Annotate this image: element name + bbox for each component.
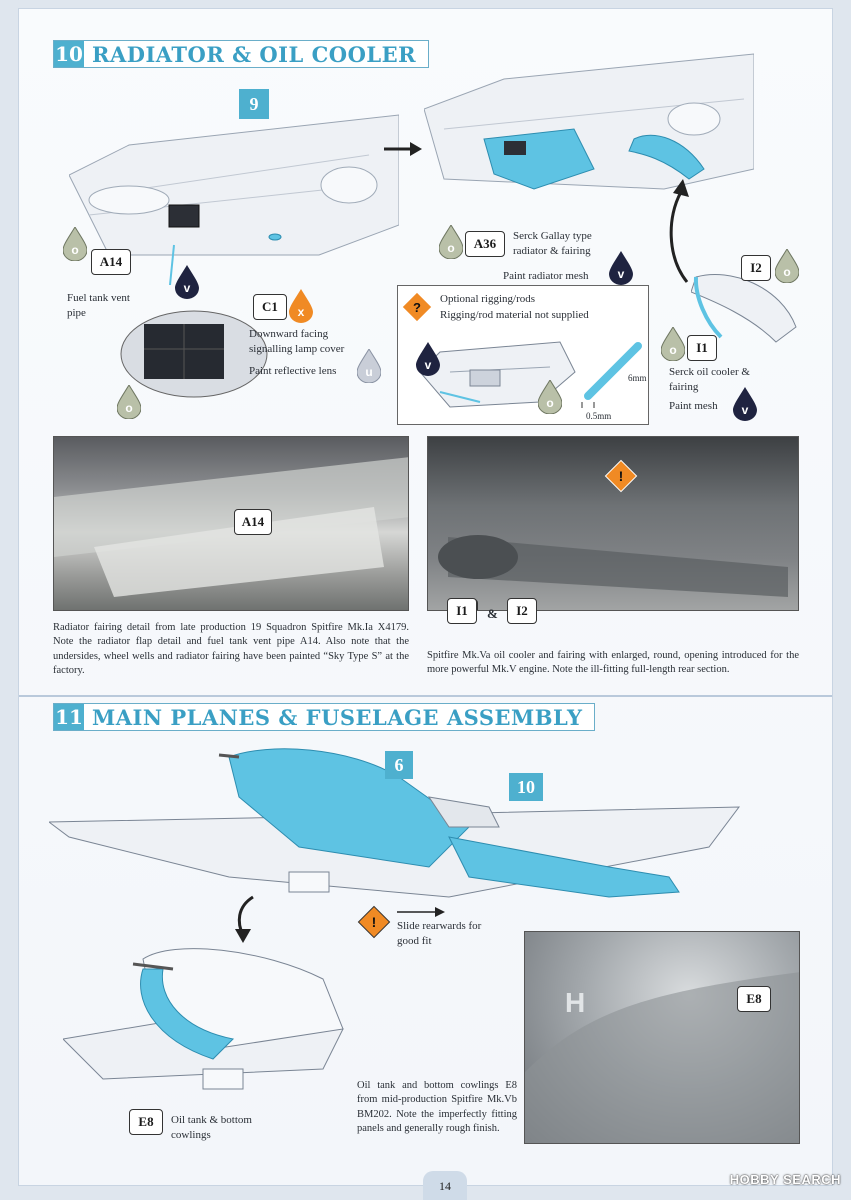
section-11-header: 11 MAIN PLANES & FUSELAGE ASSEMBLY <box>53 703 596 731</box>
paint-drop-v-i1: v <box>733 387 757 421</box>
part-label-a14: A14 <box>91 249 131 275</box>
note-paint-radiator-mesh: Paint radiator mesh <box>503 270 589 282</box>
part-label-e8: E8 <box>129 1109 163 1135</box>
arrow-right-icon <box>384 142 422 156</box>
note-paint-mesh: Paint mesh <box>669 400 718 412</box>
photo-label-amp: & <box>487 606 498 621</box>
photo-label-e8: E8 <box>737 986 771 1012</box>
paint-drop-o-a36: o <box>438 224 464 260</box>
note-oil-tank: Oil tank & bottom cowlings <box>171 1114 252 1141</box>
part-label-i2: I2 <box>741 255 771 281</box>
wing-radiator-illustration <box>424 53 754 190</box>
warning-icon-slide: ! <box>357 905 391 939</box>
step-ref-10: 10 <box>509 773 543 801</box>
rod-dimension-drawing <box>581 342 642 408</box>
paint-drop-v-radiator: v <box>609 251 633 285</box>
step-ref-6: 6 <box>385 751 413 779</box>
section-divider <box>19 695 832 697</box>
section-11-number: 11 <box>54 704 84 730</box>
paint-drop-o-detail: o <box>116 384 142 420</box>
instruction-page: 10 RADIATOR & OIL COOLER 9 o A14 Fuel <box>18 8 833 1200</box>
dimension-05mm: 0.5mm <box>586 411 612 421</box>
arrow-down-curved-icon <box>235 895 254 943</box>
arrow-right-small-icon <box>397 907 445 917</box>
wing-underside-illustration <box>69 114 399 285</box>
warning-icon-photo: ! <box>604 459 638 493</box>
dimension-6mm: 6mm <box>628 373 647 383</box>
fuselage-oil-tank-illustration <box>63 948 344 1090</box>
paint-drop-v-inset: v <box>416 342 440 376</box>
note-slide-rearwards: Slide rearwards for good fit <box>397 920 482 947</box>
step-ref-9: 9 <box>239 89 269 119</box>
page-number: 14 <box>423 1171 467 1200</box>
note-serck-oil-cooler: Serck oil cooler & fairing <box>669 366 750 393</box>
section-11-title: MAIN PLANES & FUSELAGE ASSEMBLY <box>92 704 583 730</box>
paint-drop-u-lens: u <box>356 348 382 384</box>
paint-drop-v-mesh: v <box>175 265 199 299</box>
part-label-a36: A36 <box>465 231 505 257</box>
photo-radiator-fairing: A14 <box>53 436 409 611</box>
section-10-title: RADIATOR & OIL COOLER <box>92 41 417 67</box>
svg-text:!: ! <box>619 468 624 484</box>
oil-cooler-part-drawing <box>691 273 797 343</box>
paint-drop-x-c1: x <box>289 289 313 323</box>
photo-label-i1-outer: I1 <box>447 598 477 624</box>
photo-label-a14: A14 <box>234 509 272 535</box>
caption-oil-cooler-photo: Spitfire Mk.Va oil cooler and fairing wi… <box>427 650 799 676</box>
note-fuel-tank-vent-pipe: Fuel tank vent pipe <box>67 292 130 319</box>
note-optional-rigging: Optional rigging/rods <box>440 293 536 305</box>
photo-label-i2: I2 <box>507 598 537 624</box>
svg-text:?: ? <box>413 300 421 315</box>
caption-oil-tank-photo: Oil tank and bottom cowlings E8 from mid… <box>357 1080 517 1135</box>
warning-question-icon: ? <box>402 292 432 322</box>
fuselage-wing-assembly-illustration <box>49 748 741 898</box>
radiator-fairing-part-drawing <box>420 341 576 408</box>
svg-text:H: H <box>565 987 585 1018</box>
hobby-search-watermark: HOBBY SEARCH <box>729 1172 841 1187</box>
part-label-c1: C1 <box>253 294 287 320</box>
caption-radiator-photo: Radiator fairing detail from late produc… <box>53 622 409 677</box>
paint-drop-o-i1: o <box>660 326 686 362</box>
photo-oil-tank-cowlings: H E8 <box>524 931 800 1144</box>
part-label-i1: I1 <box>687 335 717 361</box>
paint-drop-o-a14: o <box>62 226 88 262</box>
magnified-radiator-detail <box>120 310 268 398</box>
section-10-header: 10 RADIATOR & OIL COOLER <box>53 40 430 68</box>
svg-text:!: ! <box>372 914 377 930</box>
note-serck-gallay: Serck Gallay type radiator & fairing <box>513 230 592 257</box>
photo-oil-cooler: ! I1 <box>427 436 799 611</box>
paint-drop-o-i2: o <box>774 248 800 284</box>
optional-rigging-inset: ? Optional rigging/rods Rigging/rod mate… <box>397 285 649 425</box>
paint-drop-o-inset: o <box>537 379 563 415</box>
note-rigging-not-supplied: Rigging/rod material not supplied <box>440 309 589 321</box>
note-paint-reflective-lens: Paint reflective lens <box>249 365 337 377</box>
note-downward-lamp: Downward facing signalling lamp cover <box>249 328 345 355</box>
curved-arrow-icon <box>669 179 689 283</box>
section-10-number: 10 <box>54 41 84 67</box>
